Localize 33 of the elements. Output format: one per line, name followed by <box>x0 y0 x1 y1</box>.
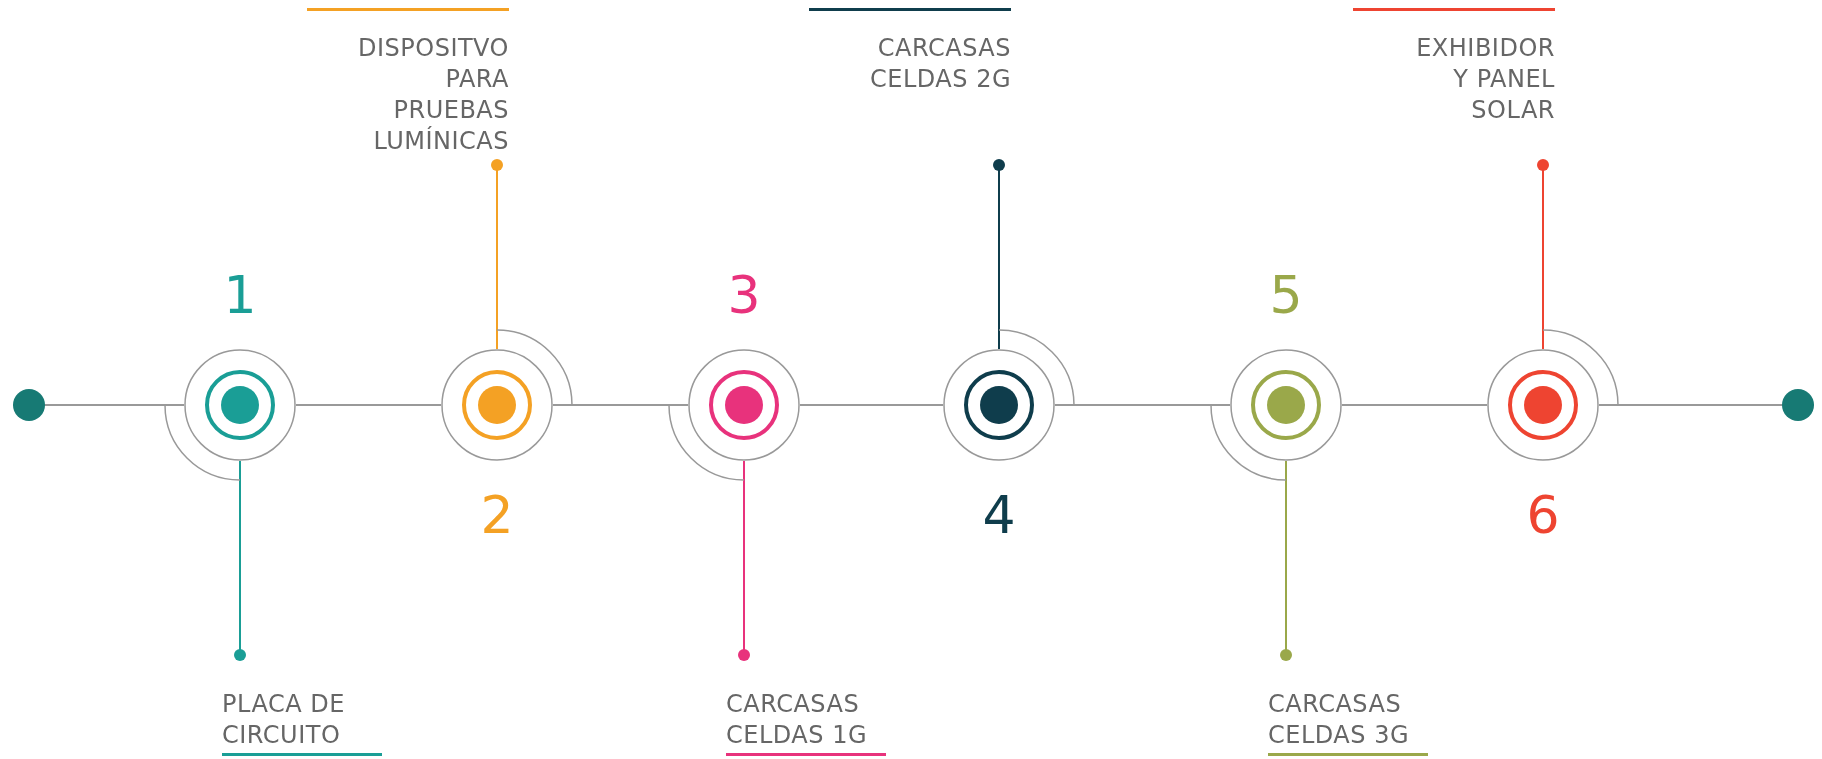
step-number: 4 <box>981 485 1017 545</box>
timeline-line <box>552 404 689 406</box>
leader-line <box>1280 460 1292 661</box>
leader-line <box>491 159 503 350</box>
timeline-line <box>44 404 185 406</box>
step-label: PLACA DE CIRCUITO <box>222 655 382 756</box>
step-label: CARCASAS CELDAS 2G <box>809 8 1011 165</box>
step-label: DISPOSITVO PARA PRUEBAS LUMÍNICAS <box>307 8 509 165</box>
milestone-circle <box>441 349 553 461</box>
timeline-line <box>1054 404 1231 406</box>
end-dot <box>1782 389 1814 421</box>
milestone-circle <box>1230 349 1342 461</box>
step-number: 6 <box>1525 485 1561 545</box>
step-label: CARCASAS CELDAS 1G <box>726 655 886 756</box>
timeline-line <box>295 404 442 406</box>
leader-line <box>738 460 750 661</box>
milestone-circle <box>184 349 296 461</box>
milestone-circle <box>943 349 1055 461</box>
step-label: EXHIBIDOR Y PANEL SOLAR <box>1353 8 1555 165</box>
step-label: CARCASAS CELDAS 3G <box>1268 655 1428 756</box>
step-number: 3 <box>726 265 762 325</box>
leader-line <box>234 460 246 661</box>
timeline-line <box>1598 404 1783 406</box>
milestone-circle <box>1487 349 1599 461</box>
step-number: 1 <box>222 265 258 325</box>
milestone-circle <box>688 349 800 461</box>
step-number: 5 <box>1268 265 1304 325</box>
timeline-line <box>799 404 944 406</box>
leader-line <box>993 159 1005 350</box>
leader-line <box>1537 159 1549 350</box>
step-number: 2 <box>479 485 515 545</box>
end-dot <box>13 389 45 421</box>
timeline-line <box>1341 404 1488 406</box>
